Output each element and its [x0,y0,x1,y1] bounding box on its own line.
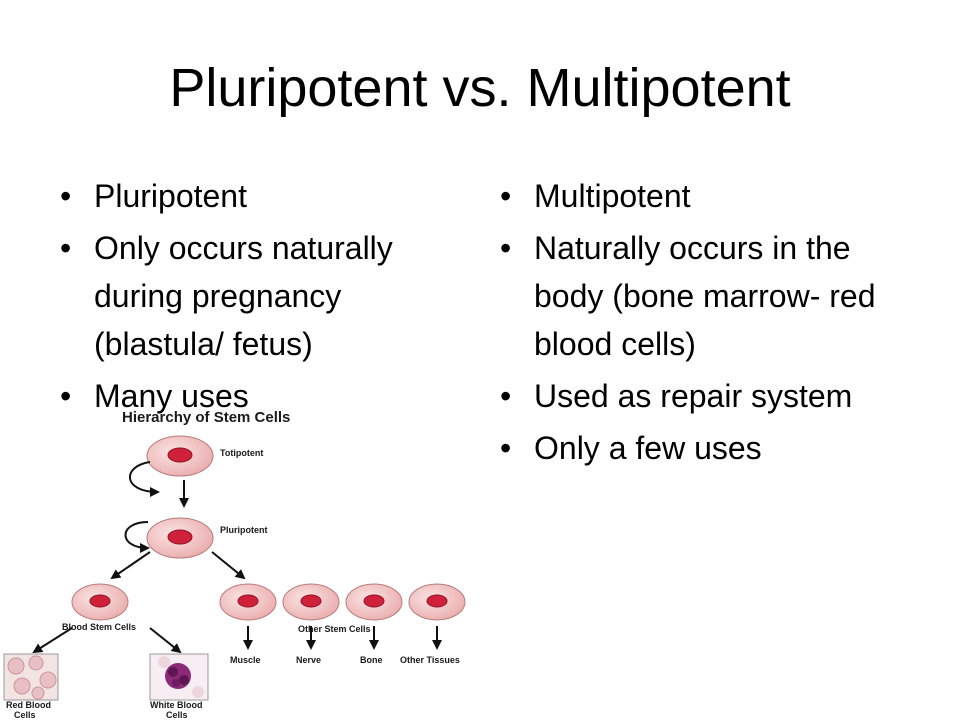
bullet-item: • Naturally occurs in the body (bone marr… [500,224,910,368]
arrow-right-branch [149,627,182,654]
arrow-right-branch [211,551,246,580]
bullet-glyph: • [500,430,512,466]
red-blood-cells-label-line1: Red Blood [6,700,51,710]
bullet-text: Only a few uses [534,430,762,466]
red-blood-cells-image [3,653,59,701]
nerve-label: Nerve [296,655,321,665]
bullet-glyph: • [60,378,72,414]
other-stem-cell [219,583,277,621]
slide-title: Pluripotent vs. Multipotent [169,58,791,118]
red-blood-cells-label-line2: Cells [14,710,36,720]
bullet-text: Multipotent [534,178,691,214]
bullet-item: • Only a few uses [500,424,910,472]
other-stem-cell [345,583,403,621]
stem-cell-hierarchy-diagram: Hierarchy of Stem Cells Totipotent Pluri… [3,409,466,720]
muscle-label: Muscle [230,655,261,665]
pluripotent-label: Pluripotent [220,525,268,535]
bullet-text: Naturally occurs in the body (bone marro… [534,230,876,362]
white-blood-cells-label-line1: White Blood [150,700,203,710]
diagram-heading: Hierarchy of Stem Cells [122,409,290,426]
left-bullet-list: • Pluripotent • Only occurs naturally duri… [60,172,460,424]
bullet-item: • Pluripotent [60,172,460,220]
bullet-glyph: • [60,230,72,266]
blood-stem-cell [71,583,129,621]
other-tissues-label: Other Tissues [400,655,460,665]
bullet-item: • Many uses [60,372,460,420]
bullet-text: Pluripotent [94,178,247,214]
bullet-text: Only occurs naturally during pregnancy (… [94,230,393,362]
white-blood-cells-label-line2: Cells [166,710,188,720]
arrow-left-branch [32,627,73,654]
bullet-glyph: • [500,230,512,266]
pluripotent-cell [146,517,214,559]
other-stem-cells-label: Other Stem Cells [298,624,371,634]
bullet-item: • Multipotent [500,172,910,220]
blood-stem-cells-label: Blood Stem Cells [62,622,136,632]
self-renewal-arrow [129,461,160,497]
bullet-glyph: • [60,178,72,214]
other-stem-cell [408,583,466,621]
bullet-item: • Used as repair system [500,372,910,420]
arrow-left-branch [110,551,151,580]
white-blood-cell-image [149,653,209,701]
bullet-text: Many uses [94,378,249,414]
bone-label: Bone [360,655,383,665]
right-bullet-list: • Multipotent • Naturally occurs in the bo… [500,172,910,476]
totipotent-cell [146,435,214,477]
bullet-glyph: • [500,178,512,214]
totipotent-label: Totipotent [220,448,263,458]
bullet-glyph: • [500,378,512,414]
bullet-text: Used as repair system [534,378,853,414]
self-renewal-arrow [124,521,150,553]
bullet-item: • Only occurs naturally during pregnancy … [60,224,460,368]
other-stem-cell [282,583,340,621]
